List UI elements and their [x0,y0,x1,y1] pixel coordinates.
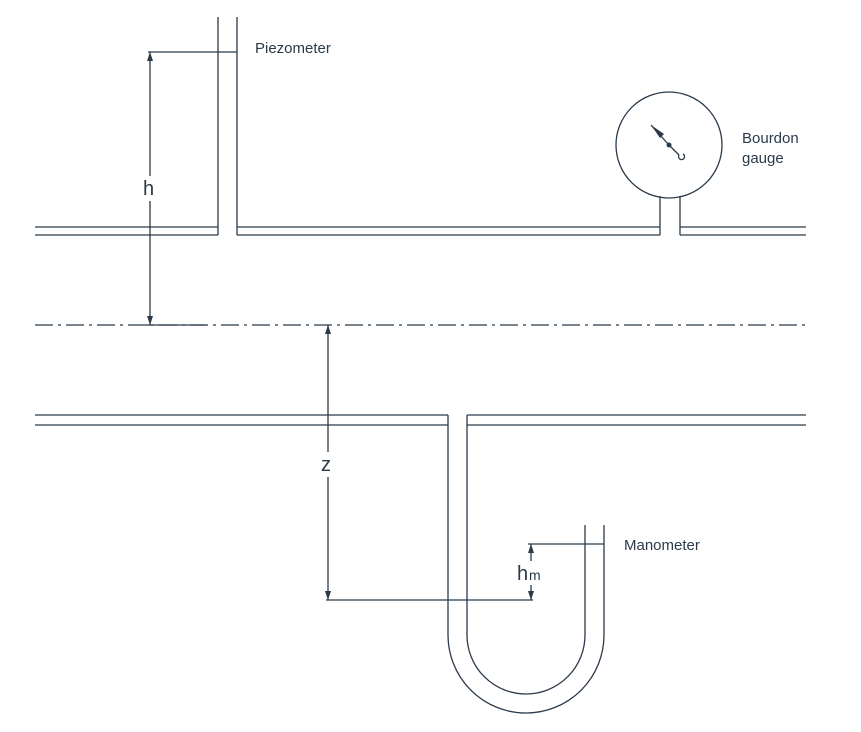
bourdon-gauge-label-line1: Bourdon [742,130,799,147]
upper-pipe [35,226,806,236]
hm-dimension [528,543,585,600]
z-symbol: z [321,454,331,476]
hm-symbol: h [517,563,528,585]
manometer-u-tube [447,415,605,714]
z-dimension [325,325,533,601]
lower-pipe [35,414,806,426]
hm-subscript: m [529,567,541,583]
piezometer-tube [217,17,238,235]
gauge-needle [650,124,672,148]
manometer-label: Manometer [624,537,700,554]
h-dimension [146,51,218,326]
h-symbol: h [143,178,154,200]
piezometer-label: Piezometer [255,40,331,57]
bourdon-gauge [615,91,723,235]
bourdon-gauge-label-line2: gauge [742,150,784,167]
